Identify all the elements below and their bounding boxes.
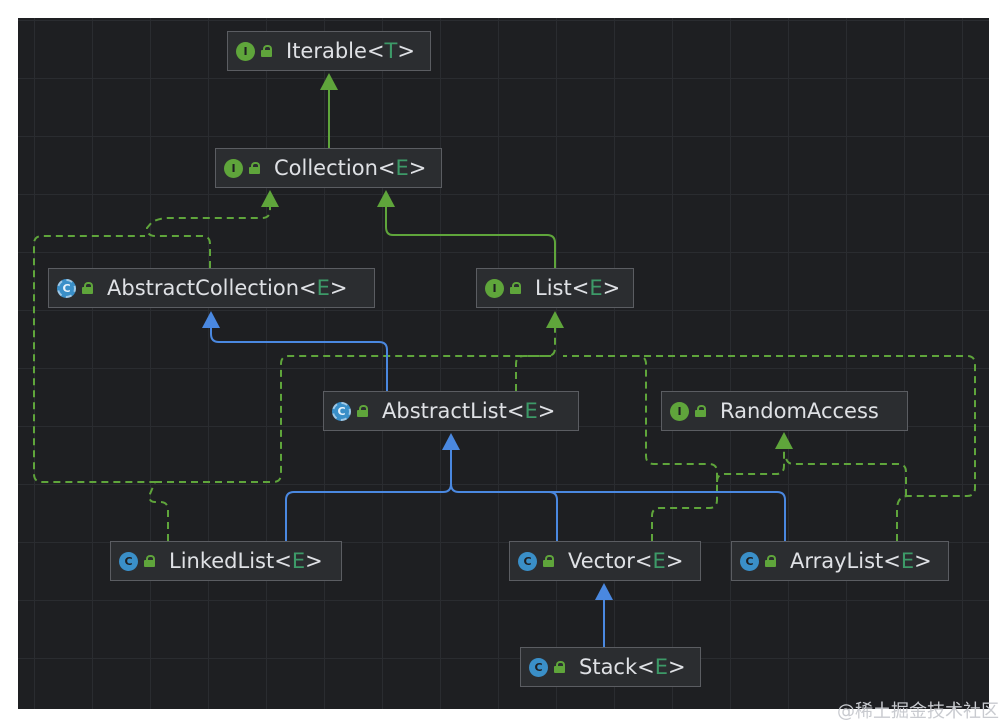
public-lock-icon [261, 45, 273, 57]
public-lock-icon [554, 661, 566, 673]
edge-list-collection [385, 203, 556, 269]
node-stack[interactable]: C Stack<E> [520, 647, 701, 687]
generic-open: < [634, 549, 653, 573]
generic-open: < [506, 399, 525, 423]
watermark: @稀土掘金技术社区 [837, 701, 999, 722]
generic-close: > [305, 549, 323, 573]
type-param: E [654, 655, 669, 679]
type-param: E [652, 549, 666, 573]
type-param: E [291, 549, 306, 573]
node-label: List [535, 276, 572, 300]
generic-open: < [883, 549, 901, 573]
generic-close: > [914, 549, 932, 573]
node-array-list[interactable]: C ArrayList<E> [731, 541, 949, 581]
generic-close: > [665, 549, 684, 573]
edge-arraylist-randomaccess [785, 455, 907, 496]
public-lock-icon [249, 162, 261, 174]
class-icon: C [740, 551, 759, 571]
public-lock-icon [765, 555, 777, 567]
public-lock-icon [543, 555, 555, 567]
class-icon: C [529, 657, 548, 677]
generic-open: < [377, 156, 396, 180]
arrowhead-collection-right [377, 190, 395, 207]
interface-icon: I [224, 158, 243, 178]
node-label: LinkedList [169, 549, 275, 573]
type-param: E [900, 549, 915, 573]
public-lock-icon [82, 282, 94, 294]
generic-open: < [571, 276, 590, 300]
node-linked-list[interactable]: C LinkedList<E> [110, 541, 342, 581]
type-param: T [384, 39, 398, 63]
arrowhead-vector [595, 583, 613, 600]
diagram-canvas [18, 18, 989, 709]
generic-close: > [668, 655, 686, 679]
generic-close: > [408, 156, 427, 180]
arrowhead-abslist [442, 433, 460, 450]
node-iterable[interactable]: I Iterable<T> [227, 31, 431, 71]
public-lock-icon [144, 555, 156, 567]
generic-open: < [366, 39, 385, 63]
type-param: E [524, 399, 538, 423]
abstract-class-icon: C [332, 401, 351, 421]
edge-abscoll-collection [145, 203, 271, 268]
edge-linkedlist-abslist [285, 447, 452, 541]
class-icon: C [518, 551, 537, 571]
node-label: AbstractCollection [107, 276, 300, 300]
arrowhead-abscoll [202, 311, 220, 328]
generic-open: < [637, 655, 655, 679]
class-icon: C [119, 551, 138, 571]
node-vector[interactable]: C Vector<E> [509, 541, 701, 581]
interface-icon: I [236, 41, 255, 61]
arrowhead-list [546, 311, 564, 328]
generic-open: < [299, 276, 317, 300]
node-abstract-collection[interactable]: C AbstractCollection<E> [48, 268, 375, 308]
interface-icon: I [670, 401, 689, 421]
node-collection[interactable]: I Collection<E> [215, 148, 442, 188]
edge-linkedlist-list [155, 326, 556, 483]
public-lock-icon [357, 405, 369, 417]
generic-close: > [537, 399, 556, 423]
node-abstract-list[interactable]: C AbstractList<E> [323, 391, 579, 431]
arrowhead-iterable [320, 73, 338, 90]
node-label: Iterable [286, 39, 367, 63]
edge-abslist-abscoll [210, 326, 388, 391]
generic-close: > [602, 276, 621, 300]
node-label: Stack [579, 655, 638, 679]
node-list[interactable]: I List<E> [476, 268, 634, 308]
node-random-access[interactable]: I RandomAccess [661, 391, 908, 431]
edge-abslist-list [515, 355, 555, 391]
edge-vector-randomaccess [716, 446, 785, 483]
edge-arraylist-list [563, 355, 976, 541]
edge-vector-abslist [450, 483, 558, 541]
arrowhead-collection-left [261, 190, 279, 207]
arrowhead-randomaccess [775, 432, 793, 449]
type-param: E [589, 276, 603, 300]
interface-icon: I [485, 278, 504, 298]
public-lock-icon [510, 282, 522, 294]
type-param: E [316, 276, 330, 300]
edge-arraylist-abslist [549, 491, 786, 541]
node-label: RandomAccess [720, 399, 879, 423]
public-lock-icon [695, 405, 707, 417]
generic-open: < [274, 549, 292, 573]
generic-close: > [397, 39, 415, 63]
edge-vector-list [637, 355, 718, 541]
generic-close: > [329, 276, 348, 300]
node-label: Collection [274, 156, 378, 180]
abstract-class-icon: C [57, 278, 76, 298]
node-label: Vector [568, 549, 635, 573]
type-param: E [395, 156, 409, 180]
node-label: ArrayList [790, 549, 884, 573]
node-label: AbstractList [382, 399, 507, 423]
